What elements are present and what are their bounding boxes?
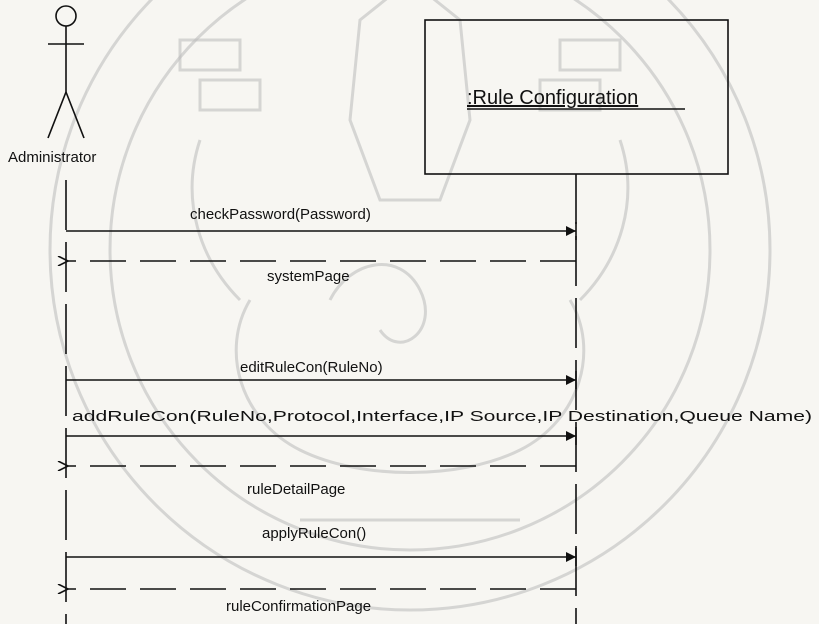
actor-administrator [47, 5, 85, 139]
message-label-5: ruleDetailPage [247, 481, 345, 498]
actor-label: Administrator [8, 149, 96, 166]
actor-left-leg [47, 91, 67, 139]
message-label-7: ruleConfirmationPage [226, 598, 371, 615]
message-label-4: addRuleCon(RuleNo,Protocol,Interface,IP … [72, 408, 812, 425]
message-label-1: checkPassword(Password) [190, 206, 371, 223]
message-label-3: editRuleCon(RuleNo) [240, 359, 383, 376]
watermark-seal [48, 0, 772, 612]
messages: checkPassword(Password) systemPage editR… [66, 206, 812, 615]
message-label-6: applyRuleCon() [262, 525, 366, 542]
object-label: :Rule Configuration [467, 87, 638, 109]
actor-head [55, 5, 77, 27]
actor-right-leg [65, 91, 85, 139]
message-label-2: systemPage [267, 268, 350, 285]
